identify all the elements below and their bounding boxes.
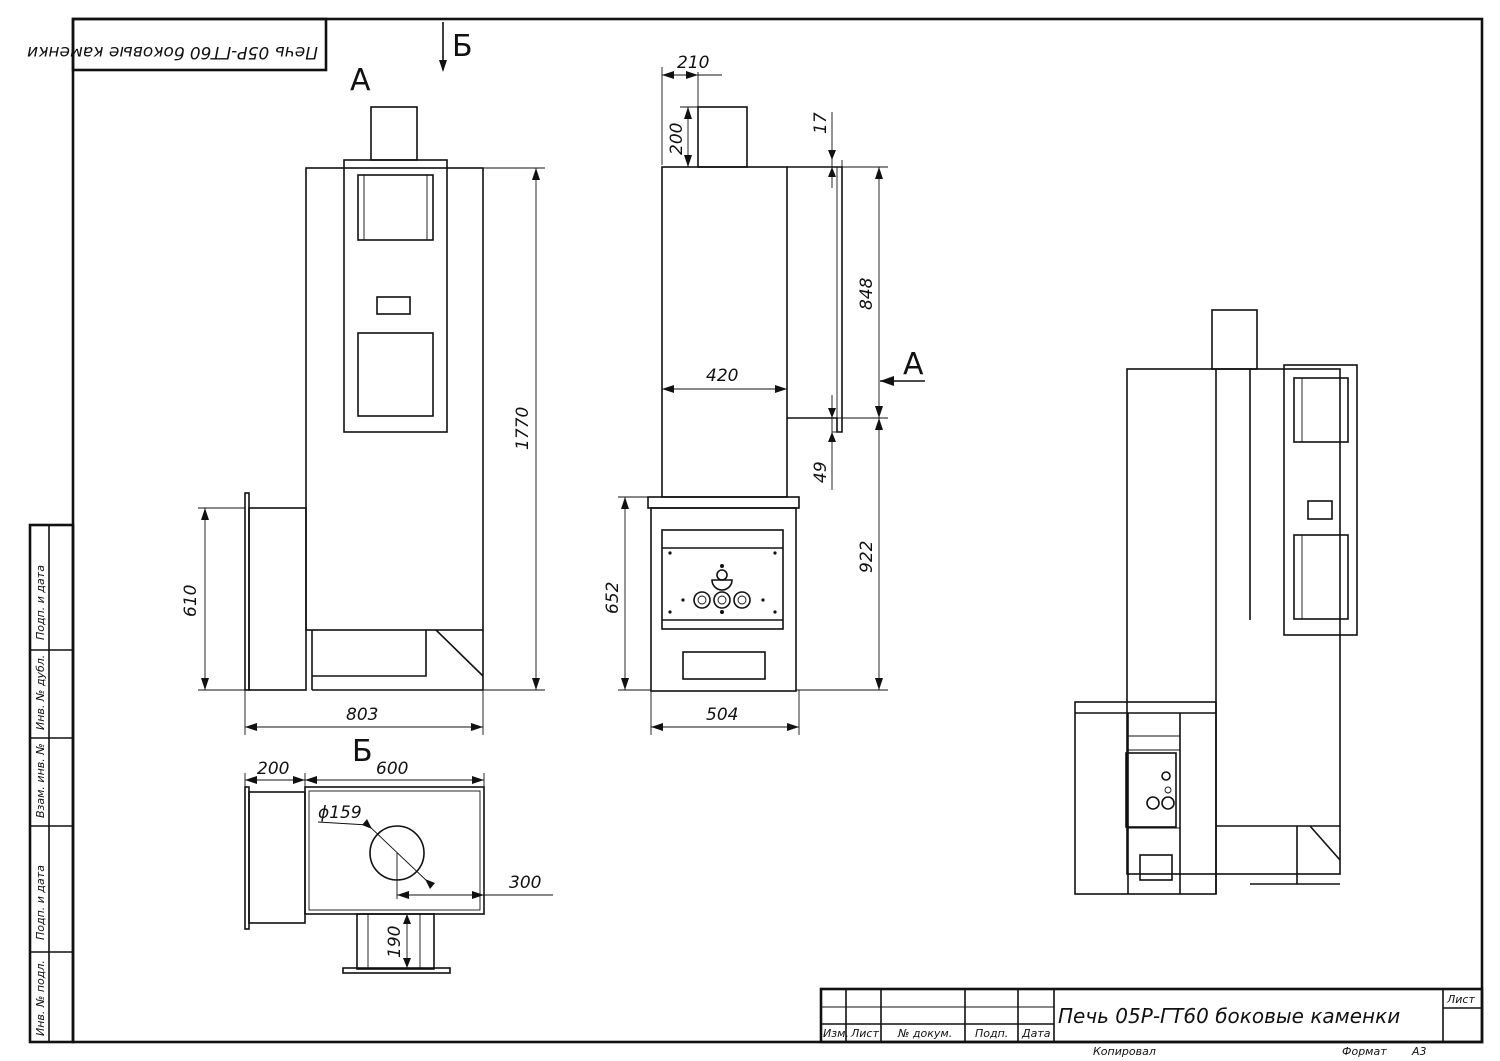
front-view: 1770 610 803 А Б [181,22,545,735]
dim-plan-tunnel: 200 [257,759,289,779]
title-block: Изм. Лист № докум. Подп. Дата Печь 05Р-Г… [819,987,1484,1058]
stamp-col-sign: Подп. [975,1027,1008,1040]
dim-chimney-width: 210 [677,53,709,73]
stamp-col-list: Лист [850,1027,879,1040]
section-label-b-top: Б [452,29,473,64]
dim-door-height: 652 [603,582,623,614]
dim-tank-width: 420 [706,366,738,386]
side-strip: Подп. и дата Инв. № дубл. Взам. инв. № П… [28,523,75,1044]
rear-view [1074,309,1358,895]
mirrored-title-text: Печь 05Р-ГТ60 боковые каменки [27,42,318,62]
stamp-copied: Копировал [1093,1045,1156,1058]
side-strip-dup-inv: Инв. № дубл. [34,655,47,730]
dim-pipe-diameter: ϕ159 [318,803,362,823]
stamp-col-doc: № докум. [897,1027,952,1040]
side-strip-orig-inv: Инв. № подл. [34,960,47,1036]
dim-chimney-height: 200 [667,123,687,155]
dim-door-width: 504 [706,705,738,725]
stamp-sheet-label: Лист [1446,993,1475,1006]
stamp-title: Печь 05Р-ГТ60 боковые каменки [1058,1004,1400,1028]
dim-plan-body: 600 [376,759,408,779]
dim-stone-height: 922 [857,541,877,573]
stamp-col-izm: Изм. [823,1027,849,1040]
dim-plan-stand: 190 [385,926,405,958]
section-label-a-top: А [350,63,371,98]
dim-firebox-height: 610 [181,585,201,617]
stamp-col-date: Дата [1021,1027,1051,1040]
dim-top-offset: 17 [811,112,831,134]
dim-pipe-offset: 300 [509,873,541,893]
side-strip-sign-date-2: Подп. и дата [34,865,47,940]
side-strip-sign-date-1: Подп. и дата [34,565,47,640]
stamp-format-label: Формат [1342,1045,1387,1058]
dim-total-width: 803 [346,705,378,725]
stamp-format-value: А3 [1411,1045,1427,1058]
dim-bottom-offset: 49 [811,461,831,483]
section-label-b-plan: Б [352,734,373,769]
plan-view: ϕ159 300 190 200 600 Б [244,734,553,974]
dim-total-height: 1770 [513,407,533,450]
mirrored-title-box [71,17,328,72]
side-strip-replace-inv: Взам. инв. № [34,743,47,818]
side-view: 210 200 17 848 420 49 922 6 [603,53,925,735]
dim-tank-height: 848 [857,277,877,310]
section-label-a-right: А [903,347,924,382]
